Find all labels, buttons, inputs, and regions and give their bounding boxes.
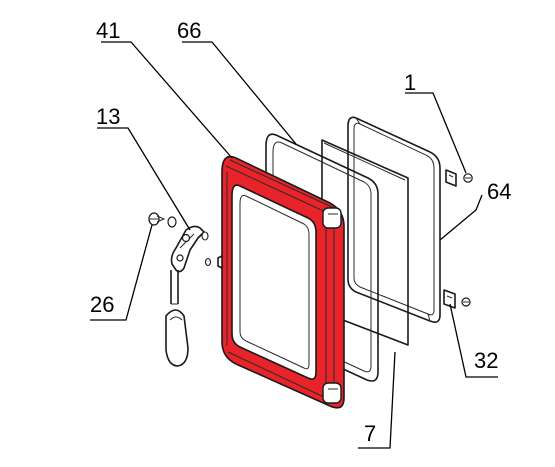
callout-1: 1 [404, 70, 416, 95]
part-1-clip [445, 169, 473, 187]
leader-41 [101, 41, 233, 159]
callout-41: 41 [96, 18, 120, 43]
part-64-rear-frame [347, 116, 441, 323]
callout-13: 13 [96, 104, 120, 129]
callout-7: 7 [364, 421, 376, 446]
part-66-gasket [265, 133, 379, 382]
part-32-clip [443, 289, 471, 309]
leader-1 [405, 92, 467, 174]
upper-hinge [322, 207, 342, 229]
leader-13 [97, 127, 191, 231]
callout-32: 32 [474, 348, 498, 373]
callout-64: 64 [487, 179, 511, 204]
part-13-handle [165, 216, 212, 367]
callout-66: 66 [177, 18, 201, 43]
callout-labels: 41 66 13 1 64 26 32 7 [90, 18, 511, 446]
leader-66 [182, 41, 297, 145]
part-26-screw [148, 212, 166, 226]
lower-hinge [322, 382, 342, 404]
door-frame-opening [231, 184, 317, 380]
leader-lines [90, 41, 498, 449]
leader-64 [439, 194, 483, 241]
leader-32 [449, 303, 498, 378]
leader-7 [358, 351, 396, 449]
leader-26 [90, 224, 153, 321]
part-41-door-frame [217, 155, 345, 409]
callout-26: 26 [90, 292, 114, 317]
